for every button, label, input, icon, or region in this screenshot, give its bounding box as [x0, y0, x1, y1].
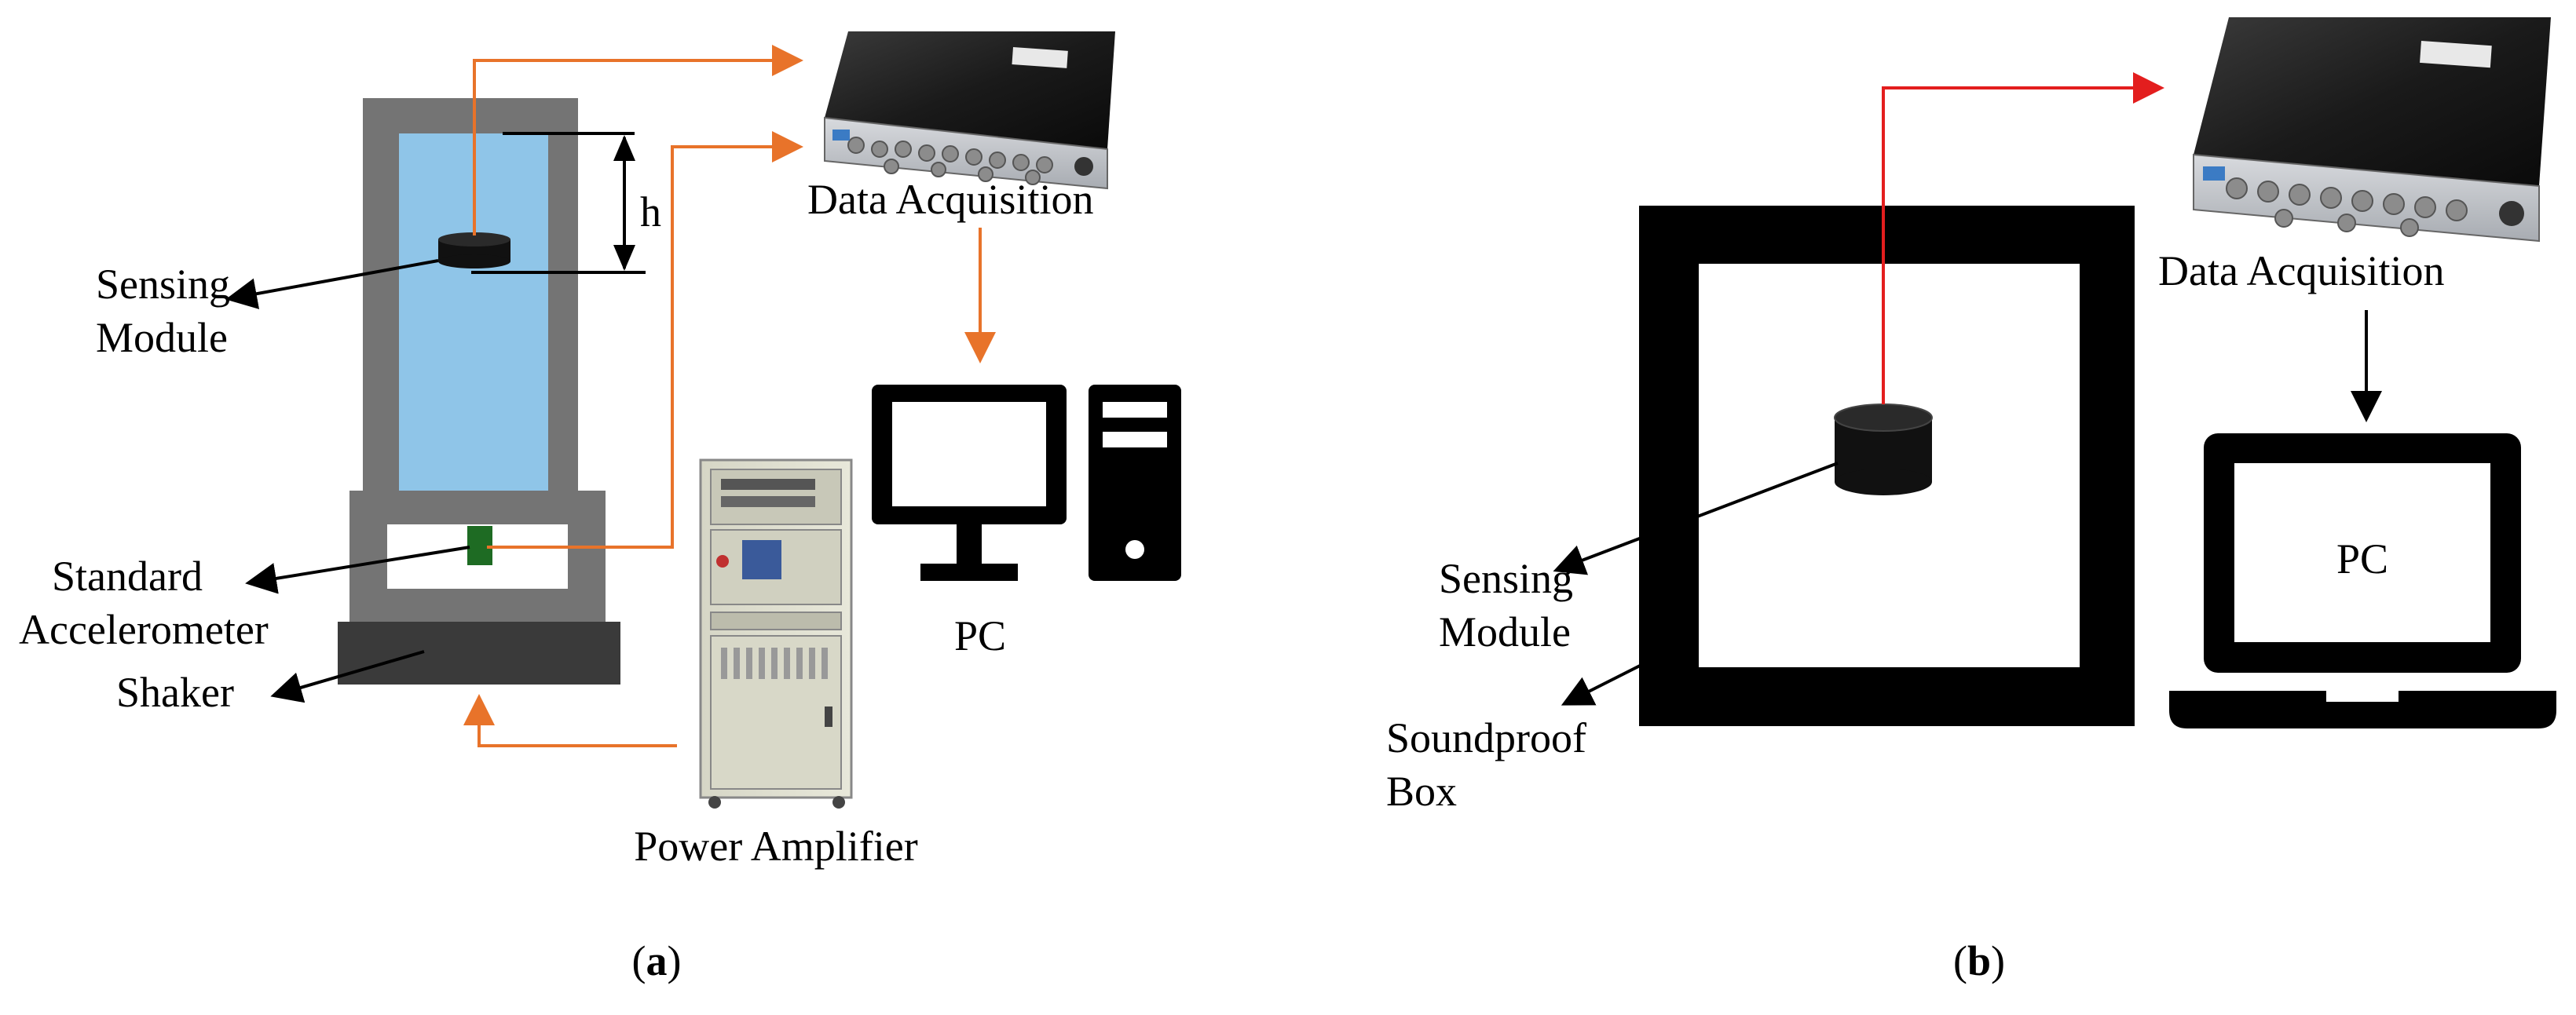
drop-tube-frame	[363, 98, 578, 506]
sensing-module-label-b-line2: Module	[1439, 608, 1571, 655]
soundproof-box-label-line2: Box	[1386, 768, 1457, 815]
pc-label-b: PC	[2336, 535, 2388, 582]
desktop-pc-icon	[872, 385, 1181, 581]
callout-arrows-a	[225, 259, 470, 703]
power-amplifier-cabinet	[699, 458, 853, 809]
panel-a-caption: (a)	[632, 937, 682, 984]
amplifier-label: Power Amplifier	[634, 823, 917, 870]
sensor-to-daq-cable	[473, 45, 803, 235]
laptop-pc-icon	[2169, 433, 2556, 728]
height-dimension	[471, 132, 646, 274]
accelerometer-to-daq-cable	[487, 131, 803, 549]
pc-label-a: PC	[954, 612, 1006, 659]
daq-label-b: Data Acquisition	[2158, 247, 2444, 294]
standard-accelerometer-label-line2: Accelerometer	[19, 606, 269, 653]
data-acquisition-device-a	[824, 31, 1115, 190]
shaker-table-frame	[349, 491, 606, 623]
shaker	[338, 622, 620, 685]
sensing-module-label-b-line1: Sensing	[1439, 555, 1573, 602]
callout-arrows-b	[1553, 462, 1839, 706]
panel-a: h Data Acquisition	[19, 31, 1181, 984]
standard-accelerometer-label-line1: Standard	[52, 553, 203, 600]
sensor-to-daq-cable-b	[1882, 72, 2164, 404]
sensing-module-a	[438, 232, 510, 268]
amplifier-to-shaker-cable	[463, 694, 677, 747]
signal-wiring-a	[463, 45, 996, 747]
shaker-label: Shaker	[116, 669, 234, 716]
soundproof-box-label-line1: Soundproof	[1386, 714, 1586, 761]
panel-b: Data Acquisition PC Sensing Module Sound…	[1386, 17, 2556, 984]
h-label: h	[640, 188, 661, 235]
sensing-module-label-a-line1: Sensing	[96, 261, 230, 308]
daq-label-a: Data Acquisition	[807, 176, 1093, 223]
soundproof-box	[1639, 206, 2135, 726]
sensing-module-b	[1834, 403, 1933, 495]
panel-b-caption: (b)	[1953, 937, 2005, 984]
sensing-module-label-a-line2: Module	[96, 314, 228, 361]
data-acquisition-device-b	[2193, 17, 2551, 243]
